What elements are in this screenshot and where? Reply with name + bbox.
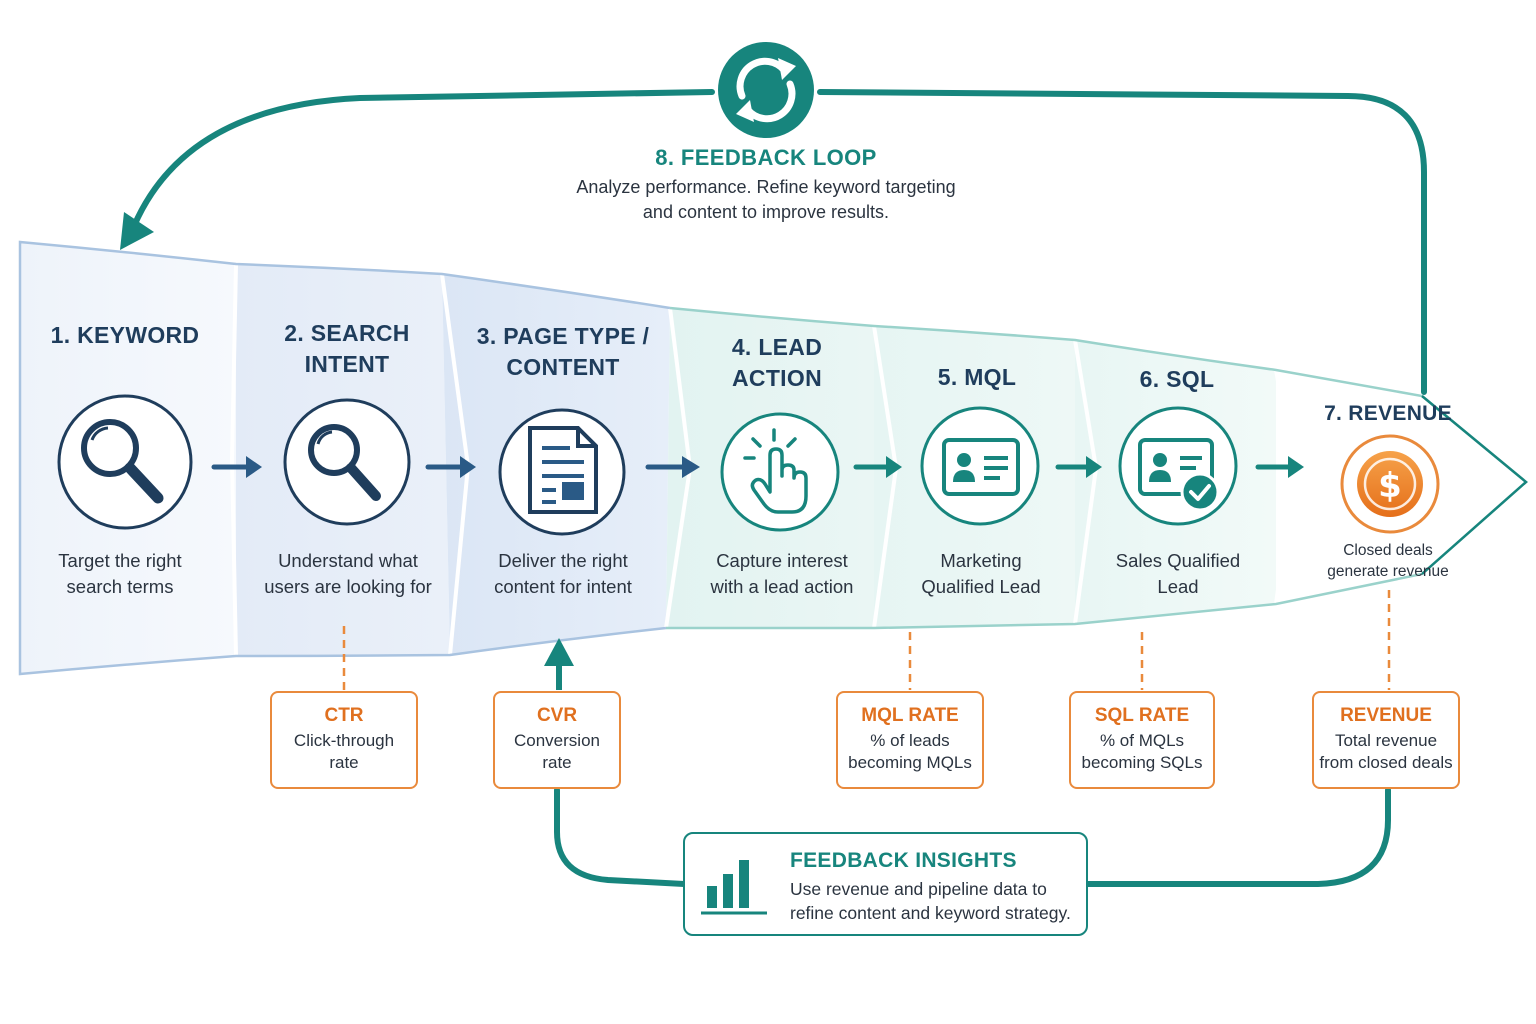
stage-title-keyword: 1. KEYWORD	[50, 322, 200, 348]
feedback-loop-title: 8. FEEDBACK LOOP	[655, 145, 877, 170]
stage-title-page-type: 3. PAGE TYPE / CONTENT	[476, 323, 650, 380]
stage-circle-keyword	[57, 394, 193, 530]
bar-chart-icon	[701, 860, 767, 915]
stage-circle-search-intent	[283, 398, 411, 526]
svg-text:$: $	[1378, 466, 1402, 506]
dollar-coin-icon: $	[1340, 434, 1440, 534]
feedback-loop-description: Analyze performance. Refine keyword targ…	[576, 177, 956, 222]
stage-desc-keyword: Target the right search terms	[58, 550, 182, 597]
stage-desc-search-intent: Understand what users are looking for	[264, 550, 432, 597]
revenue-arrow-outline	[1421, 395, 1528, 575]
stage-desc-mql: Marketing Qualified Lead	[921, 550, 1041, 597]
id-card-check-icon	[1138, 438, 1220, 512]
feedback-loop-arrowhead	[120, 212, 154, 250]
stage-circle-lead-action	[720, 412, 840, 532]
refresh-cycle-icon	[718, 42, 814, 138]
stage-title-search-intent: 2. SEARCH INTENT	[284, 320, 410, 377]
magnifier-icon	[308, 424, 381, 501]
feedback-insights-box: FEEDBACK INSIGHTS Use revenue and pipeli…	[683, 832, 1088, 936]
feedback-insights-title: FEEDBACK INSIGHTS	[790, 849, 1017, 872]
stage-desc-revenue: Closed deals generate revenue	[1327, 542, 1449, 580]
id-card-icon	[942, 438, 1020, 496]
stage-desc-lead-action: Capture interest with a lead action	[710, 550, 854, 597]
stage-title-mql: 5. MQL	[937, 364, 1017, 390]
stage-desc-page-type: Deliver the right content for intent	[494, 550, 632, 597]
feedback-insights-description: Use revenue and pipeline data to refine …	[790, 879, 1071, 923]
metric-connectors	[342, 590, 1391, 690]
stage-arrows	[211, 456, 1304, 478]
pointer-click-icon	[743, 428, 808, 514]
magnifier-icon	[81, 419, 164, 504]
insights-connectors	[554, 787, 1391, 887]
stage-title-revenue: 7. REVENUE	[1324, 402, 1452, 425]
band-outline-blue	[18, 240, 671, 676]
stage-title-lead-action: 4. LEAD ACTION	[731, 334, 823, 391]
stage-title-sql: 6. SQL	[1139, 366, 1215, 392]
cvr-feedback-arrow	[544, 638, 574, 690]
document-icon	[528, 426, 598, 514]
feedback-loop-path	[131, 89, 1427, 395]
stage-desc-sql: Sales Qualified Lead	[1115, 550, 1241, 597]
